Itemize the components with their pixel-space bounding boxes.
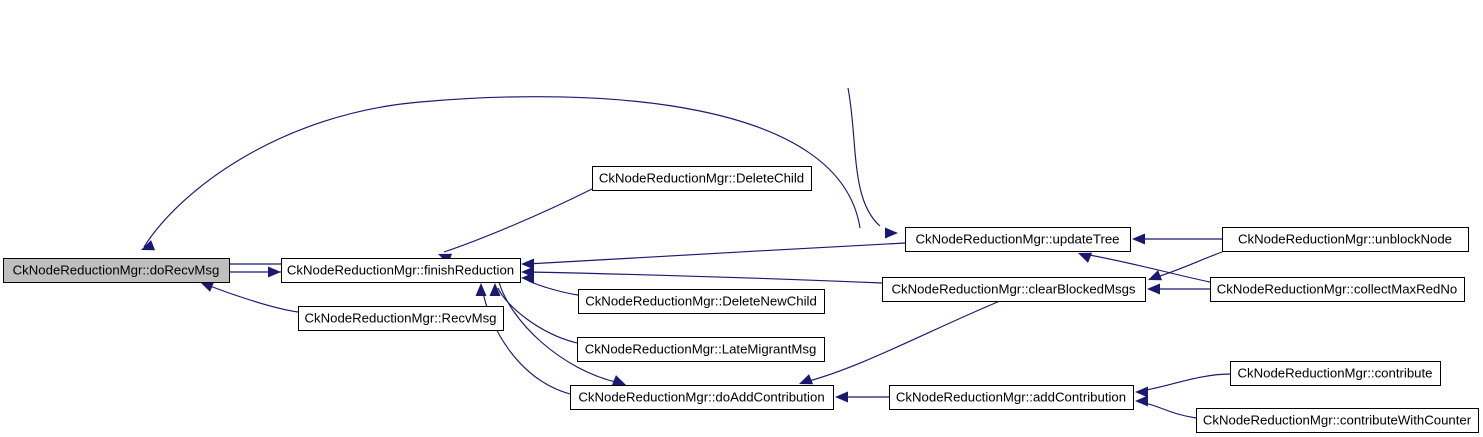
- node-label-contribute: CkNodeReductionMgr::contribute: [1238, 365, 1433, 380]
- node-label-DeleteChild: CkNodeReductionMgr::DeleteChild: [599, 170, 804, 185]
- node-label-doRecvMsg: CkNodeReductionMgr::doRecvMsg: [13, 262, 220, 277]
- node-label-unblockNode: CkNodeReductionMgr::unblockNode: [1238, 231, 1452, 246]
- node-box-LateMigrantMsg[interactable]: [577, 337, 825, 362]
- node-box-clearBlockedMsgs[interactable]: [882, 277, 1146, 302]
- edge-finishReduction-to-updateTree: [847, 87, 881, 227]
- node-label-contributeWithCounter: CkNodeReductionMgr::contributeWithCounte…: [1203, 412, 1472, 427]
- graph-node-doRecvMsg[interactable]: CkNodeReductionMgr::doRecvMsg: [3, 258, 230, 283]
- arrowhead-icon: [1148, 270, 1163, 281]
- node-box-updateTree[interactable]: [905, 227, 1131, 252]
- arrowhead-icon: [521, 258, 534, 270]
- graph-node-updateTree[interactable]: CkNodeReductionMgr::updateTree: [905, 227, 1131, 252]
- edge-updateTree-to-finishReduction: [526, 242, 906, 265]
- arrowhead-icon: [799, 374, 814, 385]
- edge-RecvMsg-to-doRecvMsg: [204, 283, 299, 313]
- edge-DeleteNewChild-to-finishReduction: [526, 279, 579, 296]
- arrowhead-icon: [885, 227, 898, 239]
- node-box-doAddContribution[interactable]: [570, 385, 834, 410]
- node-label-finishReduction: CkNodeReductionMgr::finishReduction: [287, 262, 514, 277]
- graph-node-RecvMsg[interactable]: CkNodeReductionMgr::RecvMsg: [298, 306, 504, 331]
- node-label-updateTree: CkNodeReductionMgr::updateTree: [915, 231, 1119, 246]
- edge-layer: [141, 87, 1231, 419]
- graph-node-contribute[interactable]: CkNodeReductionMgr::contribute: [1230, 361, 1441, 386]
- node-label-doAddContribution: CkNodeReductionMgr::doAddContribution: [578, 389, 824, 404]
- arrowhead-icon: [141, 240, 156, 251]
- node-label-clearBlockedMsgs: CkNodeReductionMgr::clearBlockedMsgs: [891, 281, 1135, 296]
- edge-collectMaxRedNo-to-updateTree: [1083, 253, 1211, 283]
- arrowhead-icon: [1147, 283, 1160, 295]
- node-label-addContribution: CkNodeReductionMgr::addContribution: [896, 389, 1126, 404]
- arrowhead-icon: [521, 272, 534, 284]
- edge-contribute-to-addContribution: [1140, 373, 1231, 392]
- edge-updateTree-to-doRecvMsg: [143, 96, 861, 248]
- node-label-RecvMsg: CkNodeReductionMgr::RecvMsg: [304, 310, 496, 325]
- node-box-finishReduction[interactable]: [281, 258, 521, 283]
- node-box-collectMaxRedNo[interactable]: [1210, 277, 1465, 302]
- graph-node-unblockNode[interactable]: CkNodeReductionMgr::unblockNode: [1222, 227, 1469, 252]
- graph-node-DeleteChild[interactable]: CkNodeReductionMgr::DeleteChild: [592, 166, 812, 191]
- node-box-unblockNode[interactable]: [1222, 227, 1469, 252]
- node-box-contributeWithCounter[interactable]: [1196, 408, 1479, 433]
- arrowhead-icon: [611, 375, 626, 386]
- edge-DeleteChild-to-finishReduction: [443, 188, 593, 253]
- node-box-DeleteNewChild[interactable]: [578, 289, 825, 314]
- arrowhead-icon: [200, 281, 215, 292]
- edge-contributeWithCounter-to-addContribution: [1140, 401, 1197, 419]
- graph-node-finishReduction[interactable]: CkNodeReductionMgr::finishReduction: [281, 258, 521, 283]
- graph-node-addContribution[interactable]: CkNodeReductionMgr::addContribution: [889, 385, 1134, 410]
- arrowhead-icon: [835, 391, 848, 403]
- node-label-collectMaxRedNo: CkNodeReductionMgr::collectMaxRedNo: [1217, 281, 1457, 296]
- arrowhead-icon: [1135, 395, 1148, 407]
- node-label-LateMigrantMsg: CkNodeReductionMgr::LateMigrantMsg: [585, 341, 817, 356]
- node-label-DeleteNewChild: CkNodeReductionMgr::DeleteNewChild: [585, 293, 817, 308]
- edge-doAddContribution-to-finishReduction: [481, 287, 571, 395]
- edge-clearBlockedMsgs-to-finishReduction: [526, 271, 883, 284]
- graph-node-clearBlockedMsgs[interactable]: CkNodeReductionMgr::clearBlockedMsgs: [882, 277, 1146, 302]
- arrowhead-icon: [1135, 386, 1148, 398]
- node-box-DeleteChild[interactable]: [592, 166, 812, 191]
- arrowhead-icon: [1078, 252, 1093, 263]
- graph-node-collectMaxRedNo[interactable]: CkNodeReductionMgr::collectMaxRedNo: [1210, 277, 1465, 302]
- edge-unblockNode-to-clearBlockedMsgs: [1153, 251, 1223, 279]
- edge-clearBlockedMsgs-to-doAddContribution: [804, 300, 1001, 383]
- graph-node-doAddContribution[interactable]: CkNodeReductionMgr::doAddContribution: [570, 385, 834, 410]
- node-box-contribute[interactable]: [1230, 361, 1441, 386]
- graph-node-contributeWithCounter[interactable]: CkNodeReductionMgr::contributeWithCounte…: [1196, 408, 1479, 433]
- node-box-addContribution[interactable]: [889, 385, 1134, 410]
- graph-node-DeleteNewChild[interactable]: CkNodeReductionMgr::DeleteNewChild: [578, 289, 825, 314]
- arrowhead-icon: [475, 283, 487, 296]
- edge-finishReduction-to-doAddContribution: [498, 281, 621, 384]
- arrowhead-icon: [489, 283, 501, 296]
- node-box-doRecvMsg[interactable]: [3, 258, 230, 283]
- arrowhead-icon: [268, 266, 281, 278]
- arrowhead-icon: [1132, 233, 1145, 245]
- graph-node-LateMigrantMsg[interactable]: CkNodeReductionMgr::LateMigrantMsg: [577, 337, 825, 362]
- node-box-RecvMsg[interactable]: [298, 306, 504, 331]
- edge-LateMigrantMsg-to-finishReduction: [497, 287, 578, 344]
